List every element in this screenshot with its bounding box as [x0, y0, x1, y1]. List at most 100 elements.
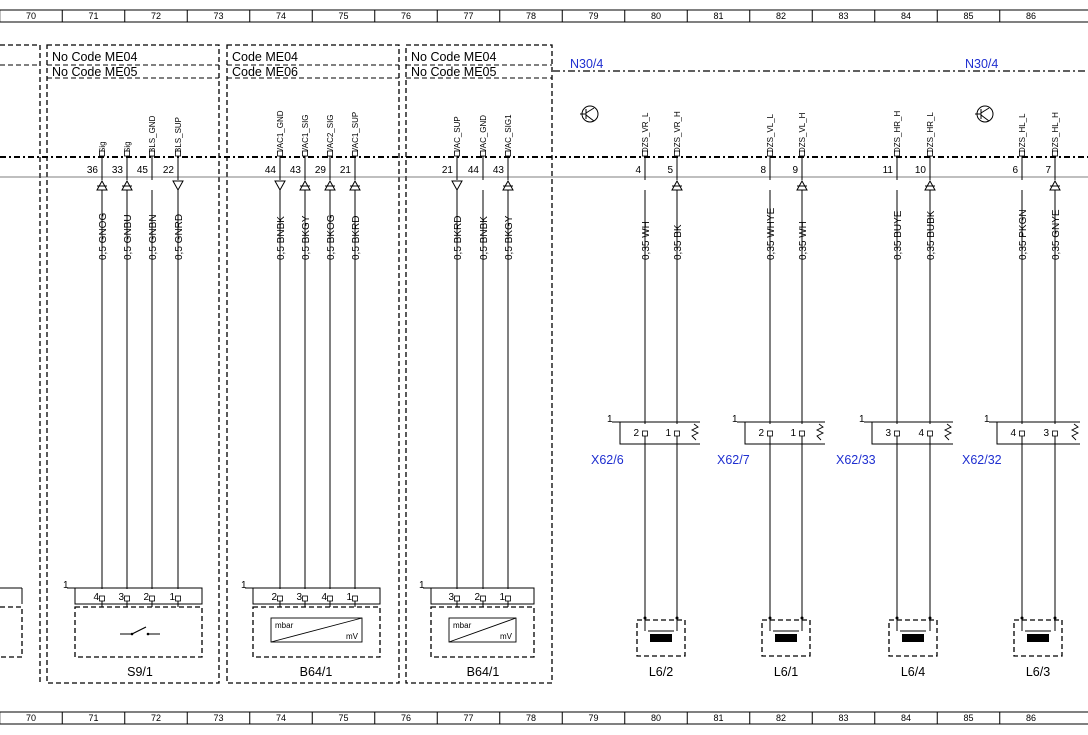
coil-icon — [775, 634, 797, 642]
ruler-label: 77 — [463, 11, 473, 21]
module-label-left: N30/4 — [570, 57, 603, 71]
component-contact — [352, 595, 358, 602]
pin-number: 8 — [760, 165, 766, 176]
wire-label: 0,5 BNBK — [479, 216, 490, 260]
ruler-label: 80 — [651, 713, 661, 723]
pin-number: 9 — [792, 165, 798, 176]
component-body — [761, 619, 811, 657]
ruler-label: 74 — [276, 11, 286, 21]
component-pin-number: 1 — [499, 592, 505, 603]
signal-name: DZS_HL_H — [1051, 112, 1060, 153]
component-L6/3: L6/3 — [1013, 616, 1063, 679]
component-pin-number: 3 — [296, 592, 302, 603]
connector-contact — [642, 430, 648, 437]
shield-icon — [815, 423, 825, 441]
pin-number: 6 — [1012, 165, 1018, 176]
pin-contact — [767, 150, 773, 157]
wire-label: 0,35 BUBK — [926, 210, 937, 260]
ruler-label: 80 — [651, 11, 661, 21]
pin-number: 43 — [493, 165, 505, 176]
pin-number: 22 — [163, 165, 175, 176]
ruler-label: 86 — [1026, 713, 1036, 723]
coil-icon — [902, 634, 924, 642]
ruler-label: 77 — [463, 713, 473, 723]
connector-position: 1 — [732, 414, 738, 425]
component-label: B64/1 — [300, 665, 333, 679]
connector-contact — [927, 430, 933, 437]
wire-label: 0,5 GNRD — [174, 214, 185, 260]
ruler-label: 71 — [88, 713, 98, 723]
signal-name: DZS_VR_H — [673, 111, 682, 153]
component-contact — [124, 595, 130, 602]
section1-code-line2: No Code ME05 — [52, 65, 138, 79]
section3-code-line2: No Code ME05 — [411, 65, 497, 79]
signal-name: VAC_SIG1 — [504, 114, 513, 153]
component-L6/1: L6/1 — [761, 616, 811, 679]
ruler-label: 84 — [901, 11, 911, 21]
ruler-label: 82 — [776, 11, 786, 21]
pin-contact — [674, 150, 680, 157]
pin-contact — [799, 150, 805, 157]
pin-contact — [352, 150, 358, 157]
pin-contact — [124, 150, 130, 157]
pin-contact — [99, 150, 105, 157]
wire-label: 0,5 BKRD — [351, 216, 362, 260]
pin-number: 7 — [1045, 165, 1051, 176]
ruler-label: 79 — [588, 713, 598, 723]
section1-code-line1: No Code ME04 — [52, 50, 138, 64]
connector-contact — [799, 430, 805, 437]
signal-name: DZS_VL_L — [766, 113, 775, 153]
component-contact — [454, 595, 460, 602]
connector-position: 1 — [859, 414, 865, 425]
pin-9: DZS_VL_H90,35 WH1 — [790, 112, 809, 617]
component-pin-number: 4 — [321, 592, 327, 603]
pin-number: 44 — [468, 165, 480, 176]
connector-pin-number: 2 — [633, 428, 639, 439]
section-boxes — [0, 44, 553, 684]
connector-pin-number: 1 — [665, 428, 671, 439]
pin-number: 11 — [883, 165, 894, 176]
component-body — [74, 606, 203, 658]
input-arrow-icon — [451, 180, 463, 192]
component-body — [1013, 619, 1063, 657]
component-label: B64/1 — [467, 665, 500, 679]
component-connector — [67, 587, 203, 605]
connector-body — [989, 421, 1080, 445]
component-contact — [505, 595, 511, 602]
ruler-label: 86 — [1026, 11, 1036, 21]
component-pin-number: 1 — [169, 592, 175, 603]
connector-body — [612, 421, 700, 445]
pin-number: 29 — [315, 165, 327, 176]
component-body — [430, 606, 535, 658]
connector-contact — [1052, 430, 1058, 437]
pin-number: 4 — [635, 165, 641, 176]
wire-label: 0,5 BKGY — [301, 215, 312, 260]
ruler-label: 71 — [88, 11, 98, 21]
pin-contact — [480, 150, 486, 157]
pin-number: 10 — [915, 165, 927, 176]
section-code-dividers — [0, 64, 552, 79]
component-pin-number: 2 — [143, 592, 149, 603]
component-connector — [423, 587, 535, 605]
connector-contact — [767, 430, 773, 437]
component-pin-number: 1 — [346, 592, 352, 603]
connector-pin-number: 4 — [918, 428, 924, 439]
sensor-icon — [270, 617, 363, 643]
pin-number: 36 — [87, 165, 99, 176]
wire-label: 0,5 BKGY — [504, 215, 515, 260]
pin-43: VAC_SIG1 43 0,5 BKGY 1 — [493, 114, 515, 607]
wire-label: 0,5 BNBK — [276, 216, 287, 260]
component-pin-number: 3 — [118, 592, 124, 603]
section2-code-line1: Code ME04 — [232, 50, 298, 64]
